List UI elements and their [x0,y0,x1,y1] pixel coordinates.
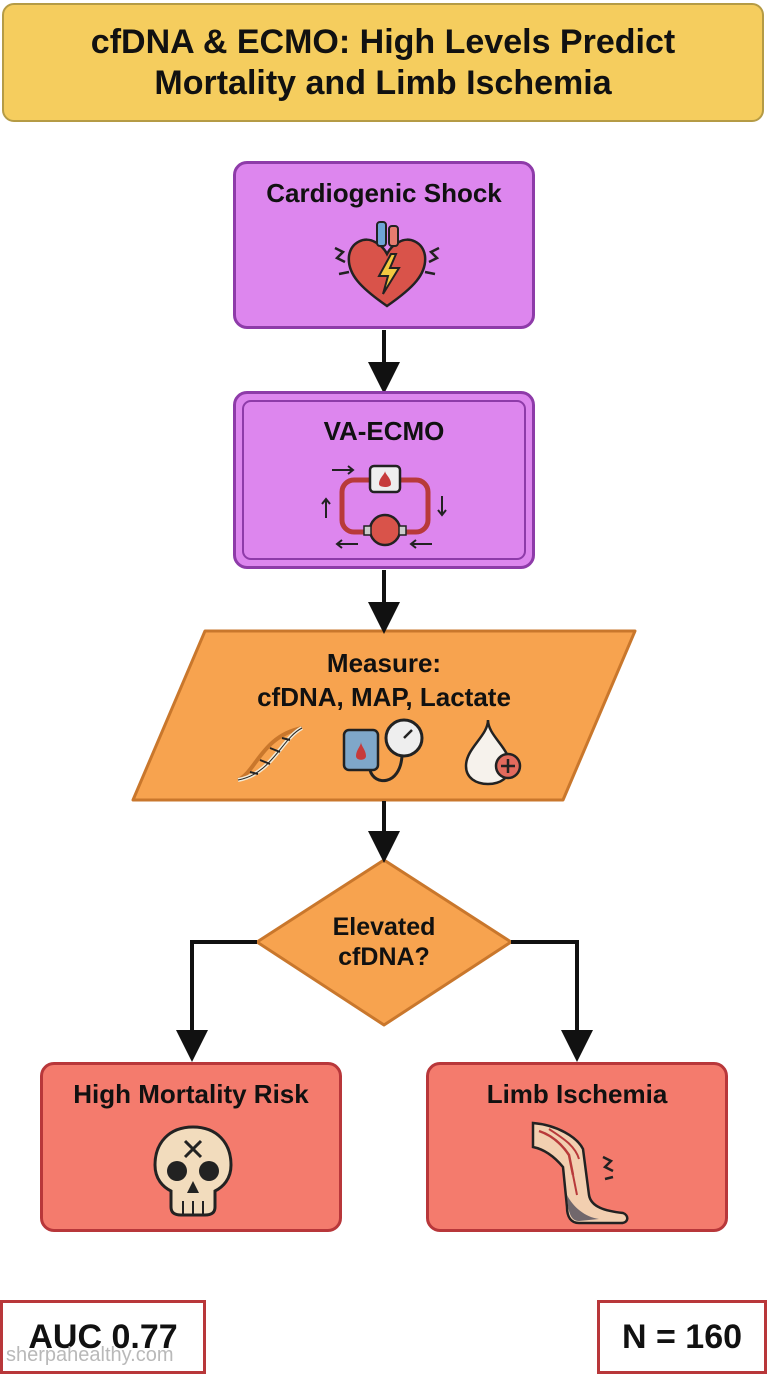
measure-line-1: Measure: [326,648,442,678]
auc-stat-text: AUC 0.77 [28,1317,178,1356]
measure-line-2: cfDNA, MAP, Lactate [257,682,511,712]
decision-diamond [255,858,513,1027]
decision-line-1: Elevated [332,913,436,941]
dna-icon [236,726,304,782]
watermark: sherpahealthy.com [6,1344,174,1366]
skull-icon [153,1125,233,1217]
measure-text: Measure: cfDNA, MAP, Lactate [234,646,534,714]
ecmo-circuit-icon [321,464,447,549]
blood-pressure-gauge-icon [342,718,424,783]
decision-text: Elevated cfDNA? [284,912,484,972]
arrow-decision-to-mortality [176,940,257,1062]
va-ecmo-label: VA-ECMO [323,416,445,446]
cardiogenic-shock-node: Cardiogenic Shock [233,161,535,329]
va-ecmo-node: VA-ECMO [233,391,535,569]
high-mortality-risk-node: High Mortality Risk [40,1062,342,1232]
title-banner: cfDNA & ECMO: High Levels Predict Mortal… [2,3,764,122]
title-line-1: cfDNA & ECMO: High Levels Predict [90,22,676,61]
title-line-2: Mortality and Limb Ischemia [154,63,612,102]
lactate-drop-icon [464,719,522,786]
decision-line-2: cfDNA? [338,943,430,971]
heart-icon [334,221,440,308]
va-ecmo-inner-border [242,400,526,560]
ischemic-leg-icon [531,1121,629,1225]
high-mortality-risk-label: High Mortality Risk [73,1079,309,1109]
limb-ischemia-label: Limb Ischemia [486,1079,668,1109]
sample-size-text: N = 160 [621,1317,743,1356]
limb-ischemia-node: Limb Ischemia [426,1062,728,1232]
sample-size-box: N = 160 [597,1300,767,1374]
auc-stat-box: AUC 0.77 [0,1300,206,1374]
arrow-decision-to-ischemia [511,940,593,1062]
cardiogenic-shock-label: Cardiogenic Shock [266,178,502,208]
